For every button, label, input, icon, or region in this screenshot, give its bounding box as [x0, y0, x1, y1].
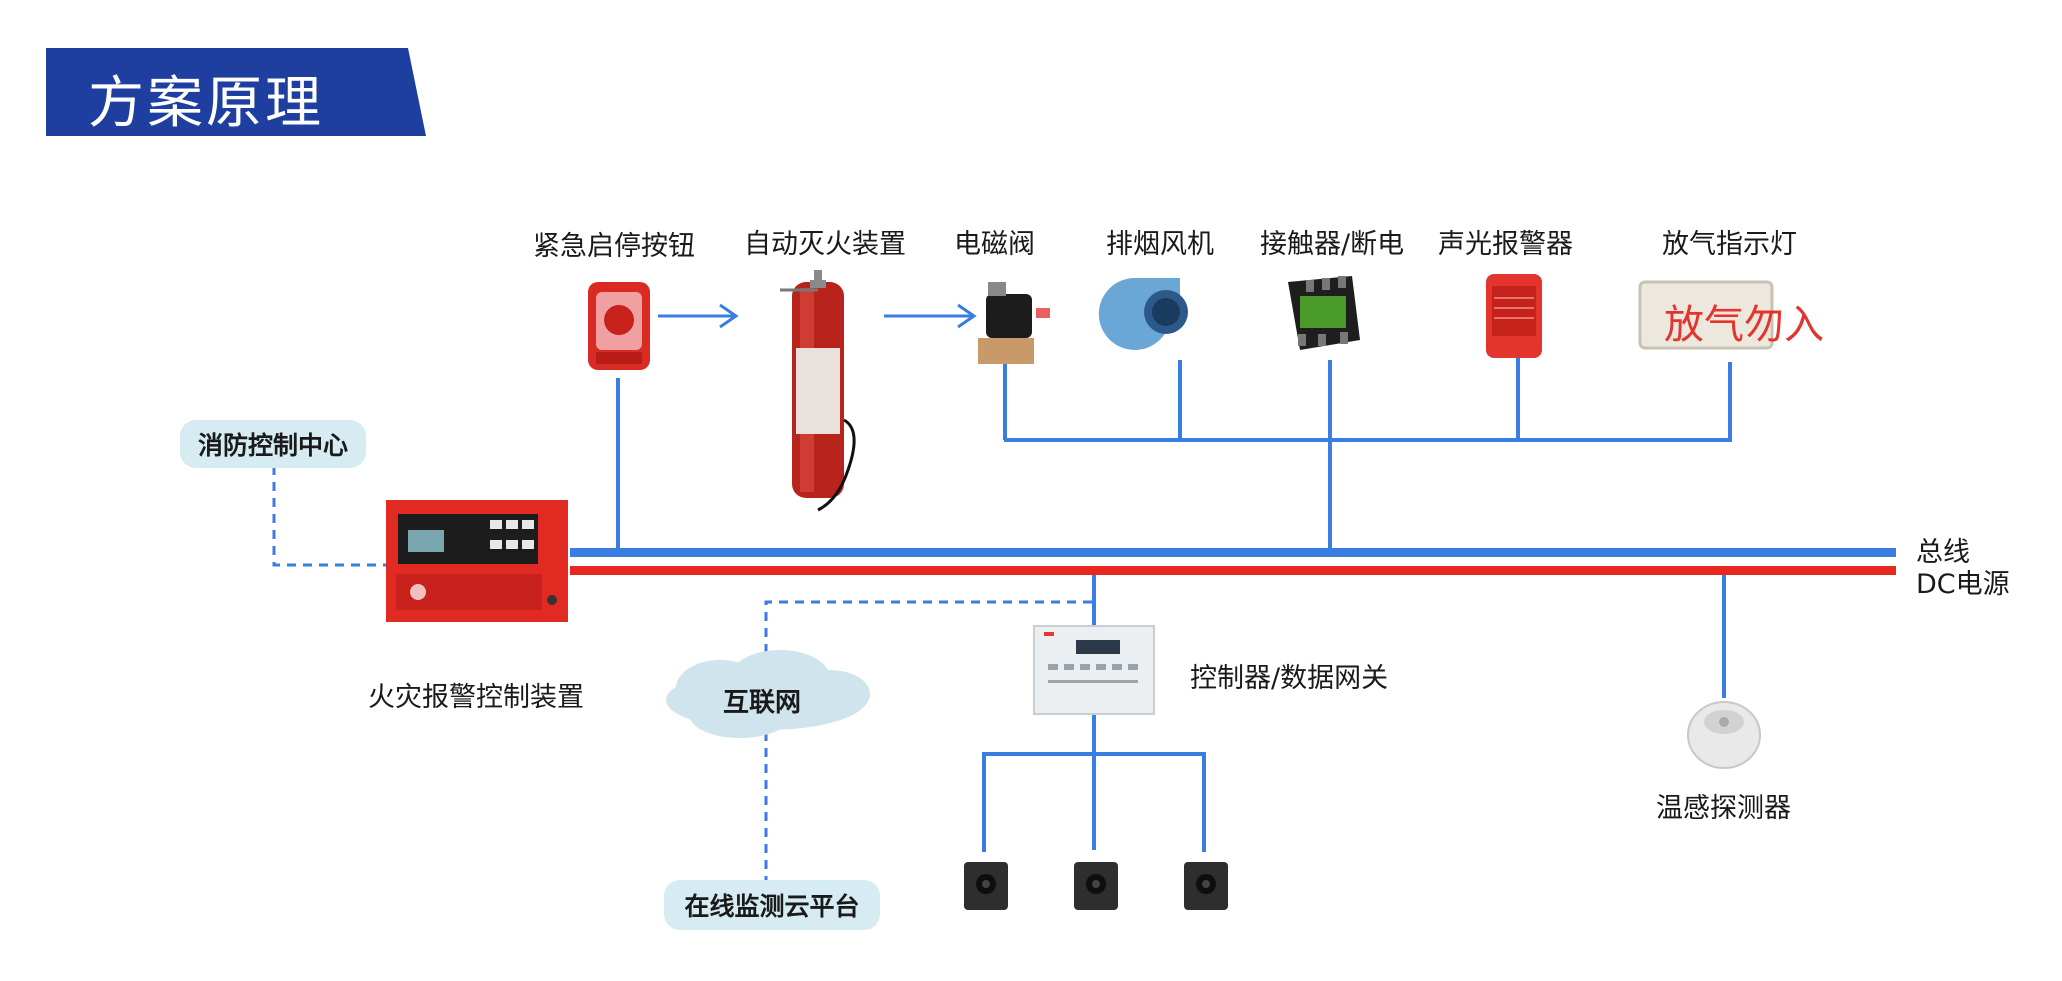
power-line — [570, 566, 1896, 575]
dashed-links — [272, 466, 1092, 880]
page-title: 方案原理 — [88, 71, 324, 136]
connection-lines — [616, 356, 1732, 852]
temp-detector-label: 温感探测器 — [1656, 793, 1791, 824]
alarm-device — [1486, 274, 1542, 358]
release-light-text: 放气勿入 — [1664, 302, 1824, 348]
camera-1 — [964, 862, 1008, 910]
gateway-device — [1033, 625, 1155, 715]
bus-label: 总线 — [1916, 537, 1970, 568]
auto-extinguisher-label: 自动灭火装置 — [744, 229, 906, 260]
flow-arrows — [658, 303, 977, 329]
emergency-button-label: 紧急启停按钮 — [533, 231, 695, 262]
internet-label: 互联网 — [723, 688, 802, 718]
bus-line — [570, 548, 1896, 557]
title-banner — [46, 48, 426, 136]
smoke-fan-device — [1098, 277, 1188, 350]
emergency-button-device — [588, 282, 650, 370]
fire-alarm-controller-label: 火灾报警控制装置 — [368, 682, 584, 713]
gateway-label: 控制器/数据网关 — [1190, 663, 1389, 694]
release-light-device — [1638, 280, 1774, 350]
fire-alarm-controller-device — [386, 500, 568, 622]
power-label: DC电源 — [1916, 569, 2010, 600]
contactor-device — [1288, 276, 1360, 350]
contactor-label: 接触器/断电 — [1260, 229, 1405, 260]
internet-cloud — [666, 650, 870, 738]
smoke-fan-label: 排烟风机 — [1106, 229, 1214, 260]
solenoid-valve-label: 电磁阀 — [954, 229, 1035, 260]
temp-detector-device — [1687, 701, 1761, 769]
extinguisher-device — [780, 270, 856, 512]
camera-3 — [1184, 862, 1228, 910]
camera-2 — [1074, 862, 1118, 910]
release-light-label: 放气指示灯 — [1662, 229, 1797, 260]
solenoid-valve-device — [978, 282, 1050, 364]
alarm-label: 声光报警器 — [1438, 229, 1573, 260]
fire-control-center-pill: 消防控制中心 — [180, 420, 366, 468]
cloud-platform-pill: 在线监测云平台 — [664, 880, 880, 930]
